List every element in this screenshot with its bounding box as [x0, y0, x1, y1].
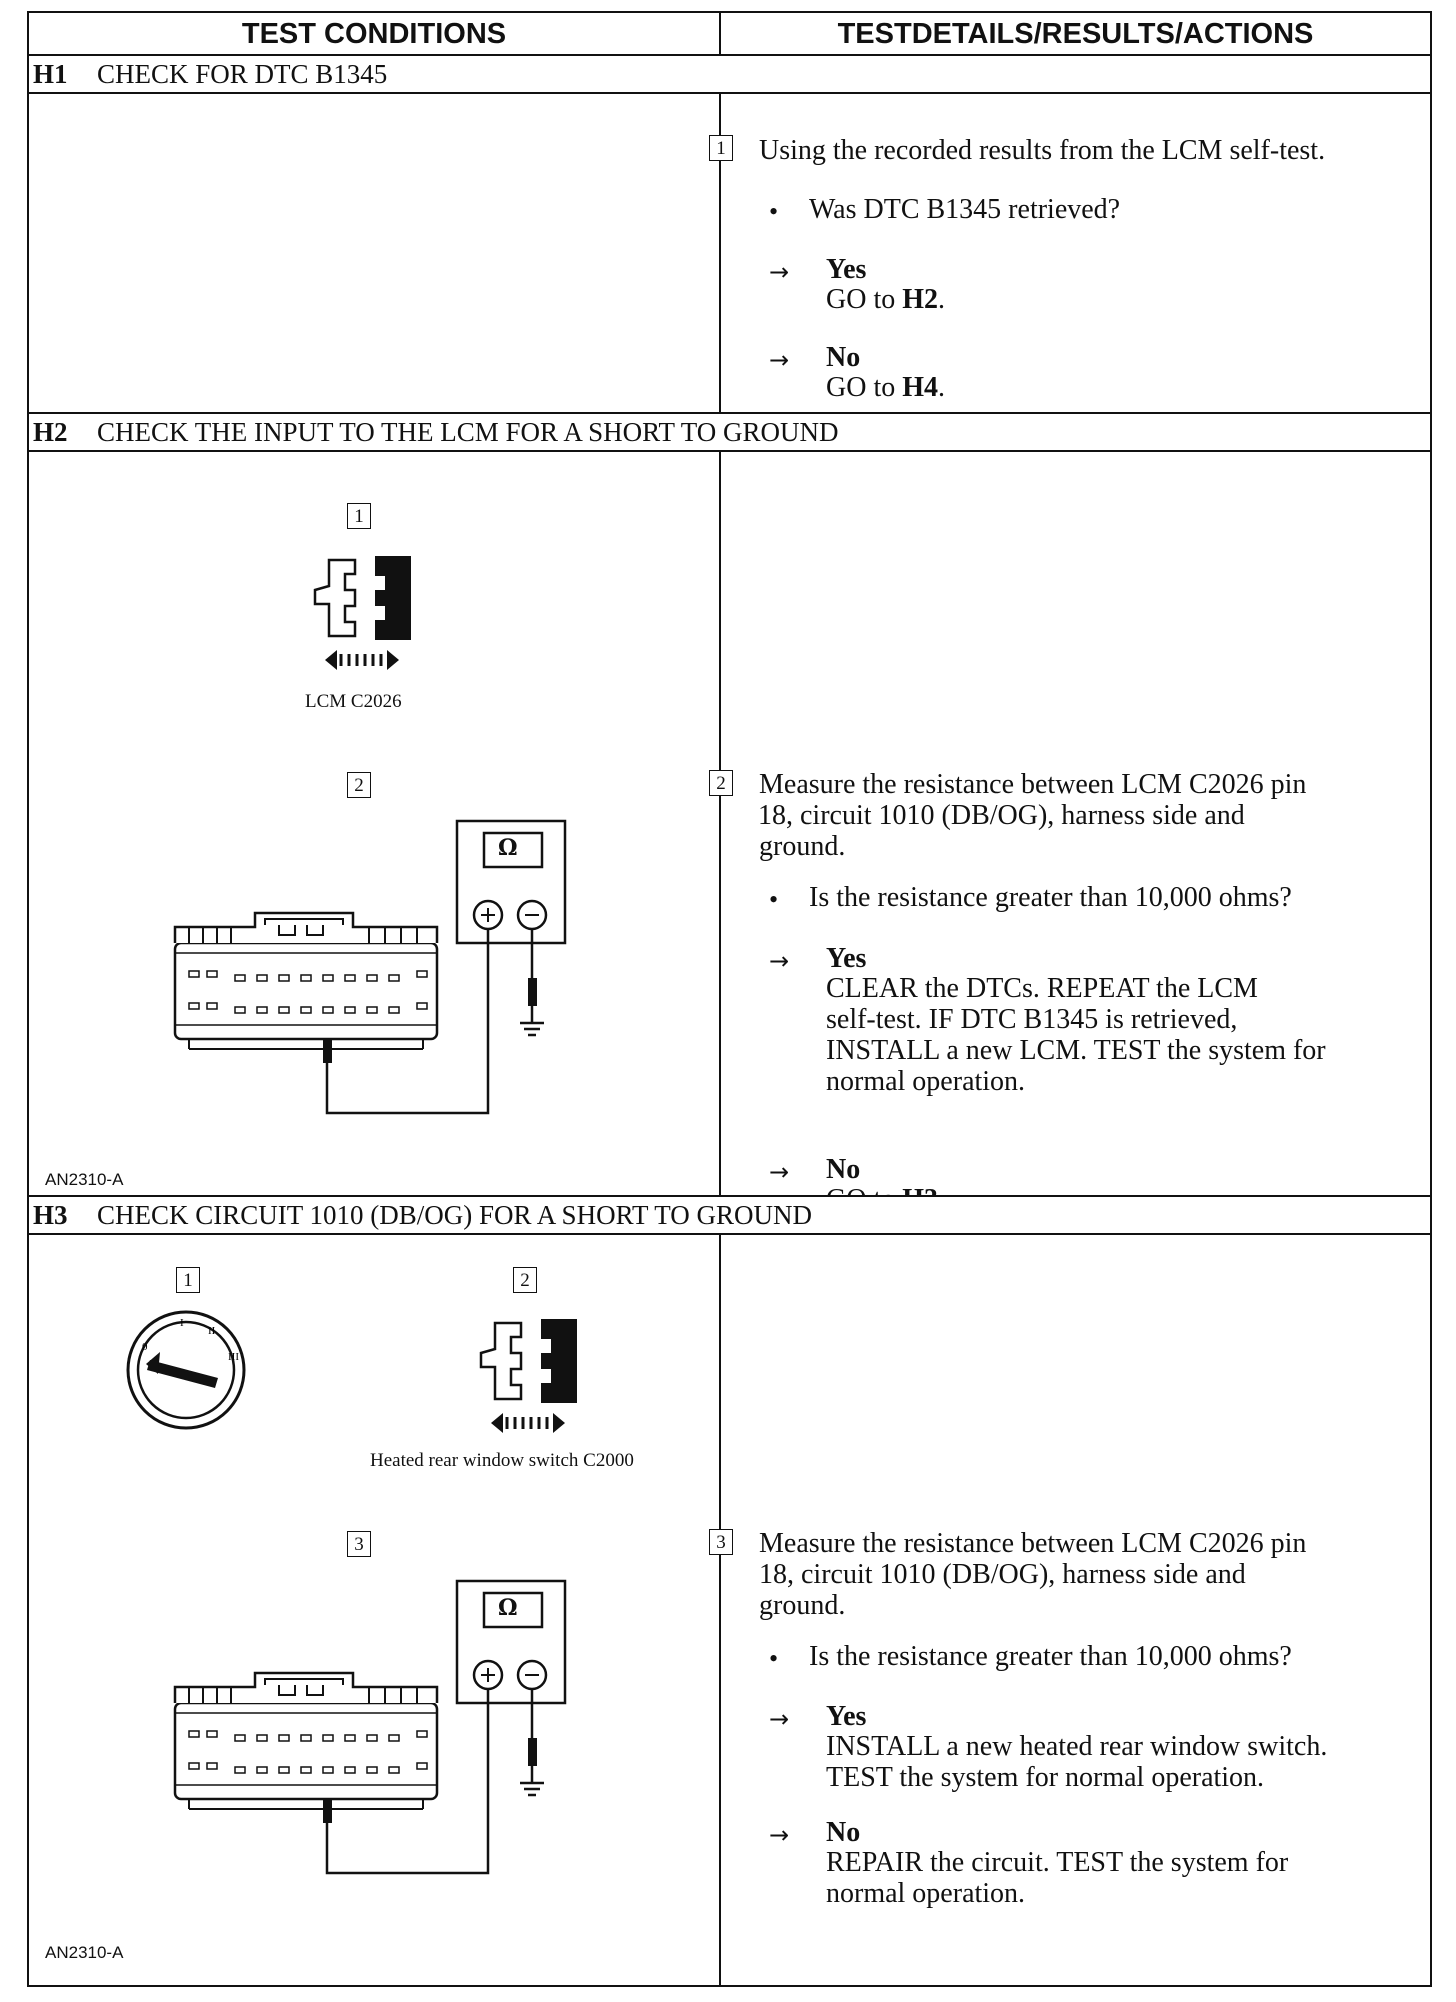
column-divider — [719, 13, 721, 56]
step-number-box: 2 — [347, 772, 371, 798]
figure-caption: LCM C2026 — [305, 691, 402, 712]
column-divider — [719, 1233, 721, 1987]
figure-caption: Heated rear window switch C2000 — [370, 1450, 634, 1471]
no-label: No — [826, 1817, 861, 1848]
step-question: Is the resistance greater than 10,000 oh… — [809, 882, 1292, 913]
connector-disconnect-icon — [313, 556, 411, 670]
no-action: REPAIR the circuit. TEST the system for … — [826, 1847, 1289, 1909]
header-test-conditions: TEST CONDITIONS — [241, 18, 507, 50]
arrow-right-icon: → — [769, 258, 790, 286]
yes-label: Yes — [826, 1701, 867, 1732]
section-id: H2 — [33, 417, 68, 447]
svg-text:III: III — [228, 1351, 239, 1363]
step-question: Is the resistance greater than 10,000 oh… — [809, 1641, 1292, 1672]
section-title: CHECK THE INPUT TO THE LCM FOR A SHORT T… — [97, 417, 839, 447]
svg-text:I: I — [180, 1317, 184, 1329]
section-id: H1 — [33, 59, 68, 89]
arrow-right-icon: → — [769, 1705, 790, 1733]
no-label: No — [826, 342, 861, 373]
no-action: GO to H4. — [826, 372, 946, 403]
step-number-box: 3 — [709, 1529, 733, 1555]
section-title: CHECK CIRCUIT 1010 (DB/OG) FOR A SHORT T… — [97, 1200, 812, 1230]
step-instruction: Using the recorded results from the LCM … — [759, 135, 1326, 166]
arrow-right-icon: → — [769, 1158, 790, 1186]
ohm-symbol: Ω — [498, 1595, 518, 1621]
step-instruction: Measure the resistance between LCM C2026… — [758, 769, 1307, 862]
svg-text:0: 0 — [142, 1341, 148, 1353]
yes-action: CLEAR the DTCs. REPEAT the LCM self-test… — [826, 973, 1326, 1097]
ohm-symbol: Ω — [498, 835, 518, 861]
section-title: CHECK FOR DTC B1345 — [97, 59, 388, 89]
diagnostic-table: TEST CONDITIONS TESTDETAILS/RESULTS/ACTI… — [27, 11, 1432, 1987]
bullet: • — [769, 1644, 779, 1673]
bullet: • — [769, 885, 779, 914]
step-number-box: 1 — [347, 503, 371, 529]
arrow-right-icon: → — [769, 1821, 790, 1849]
bullet: • — [769, 197, 779, 226]
figure-code: AN2310-A — [45, 1943, 124, 1962]
connector-disconnect-icon — [479, 1319, 577, 1433]
arrow-right-icon: → — [769, 947, 790, 975]
step-instruction: Measure the resistance between LCM C2026… — [759, 1528, 1307, 1621]
section-header-h2: H2 CHECK THE INPUT TO THE LCM FOR A SHOR… — [29, 412, 1430, 452]
column-divider — [719, 450, 721, 1195]
arrow-right-icon: → — [769, 346, 790, 374]
ignition-switch-icon: 0 I II III — [126, 1310, 246, 1430]
section-header-h1: H1 CHECK FOR DTC B1345 — [29, 54, 1430, 94]
step-number-box: 3 — [347, 1531, 371, 1557]
header-test-details: TESTDETAILS/RESULTS/ACTIONS — [837, 18, 1314, 50]
yes-action: GO to H2. — [826, 284, 946, 315]
step-number-box: 2 — [513, 1267, 537, 1293]
section-id: H3 — [33, 1200, 68, 1230]
svg-text:II: II — [208, 1325, 216, 1337]
column-divider — [719, 94, 721, 412]
step-question: Was DTC B1345 retrieved? — [809, 194, 1121, 225]
figure-code: AN2310-A — [45, 1170, 124, 1189]
step-number-box: 1 — [709, 135, 733, 161]
ohmmeter-measurement-diagram — [173, 1579, 567, 1875]
ohmmeter-measurement-diagram — [173, 819, 567, 1115]
section-header-h3: H3 CHECK CIRCUIT 1010 (DB/OG) FOR A SHOR… — [29, 1195, 1430, 1235]
yes-label: Yes — [826, 943, 867, 974]
yes-action: INSTALL a new heated rear window switch.… — [826, 1731, 1328, 1793]
step-number-box: 1 — [176, 1267, 200, 1293]
step-number-box: 2 — [709, 770, 733, 796]
yes-label: Yes — [826, 254, 867, 285]
no-label: No — [826, 1154, 861, 1185]
